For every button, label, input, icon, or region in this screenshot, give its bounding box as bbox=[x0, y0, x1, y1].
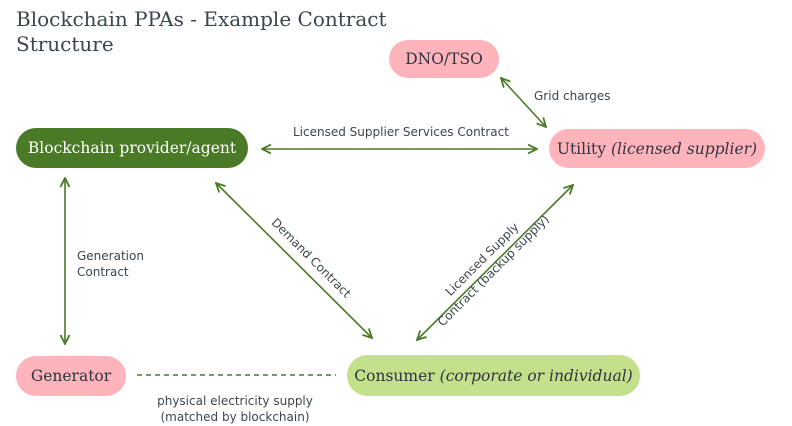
node-dno-tso-label: DNO/TSO bbox=[405, 50, 483, 68]
generation-contract-label-line1: Generation bbox=[77, 249, 144, 263]
node-utility-qualifier: (licensed supplier) bbox=[610, 139, 758, 158]
node-blockchain-provider: Blockchain provider/agent bbox=[16, 128, 248, 168]
generation-contract-label: Generation Contract bbox=[77, 248, 144, 280]
generation-contract-label-line2: Contract bbox=[77, 265, 129, 279]
supply-contract-arrow bbox=[417, 185, 573, 340]
diagram-title: Blockchain PPAs - Example Contract Struc… bbox=[16, 7, 387, 56]
physical-supply-label-line1: physical electricity supply bbox=[157, 394, 313, 408]
node-blockchain-provider-label: Blockchain provider/agent bbox=[27, 139, 237, 157]
node-utility-label: Utility bbox=[556, 139, 607, 158]
node-consumer-label: Consumer bbox=[354, 366, 435, 385]
node-generator-label: Generator bbox=[30, 367, 112, 385]
physical-supply-label-line2: (matched by blockchain) bbox=[160, 410, 310, 424]
physical-supply-label: physical electricity supply (matched by … bbox=[150, 393, 320, 425]
demand-contract-arrow bbox=[216, 183, 372, 338]
node-utility: Utility (licensed supplier) bbox=[549, 129, 765, 168]
services-contract-label: Licensed Supplier Services Contract bbox=[293, 125, 509, 139]
node-dno-tso: DNO/TSO bbox=[389, 40, 499, 78]
node-consumer-qualifier: (corporate or individual) bbox=[439, 366, 633, 385]
grid-charges-arrow bbox=[501, 78, 546, 127]
node-generator: Generator bbox=[16, 356, 126, 396]
grid-charges-label: Grid charges bbox=[534, 89, 611, 103]
node-consumer: Consumer (corporate or individual) bbox=[347, 355, 640, 396]
